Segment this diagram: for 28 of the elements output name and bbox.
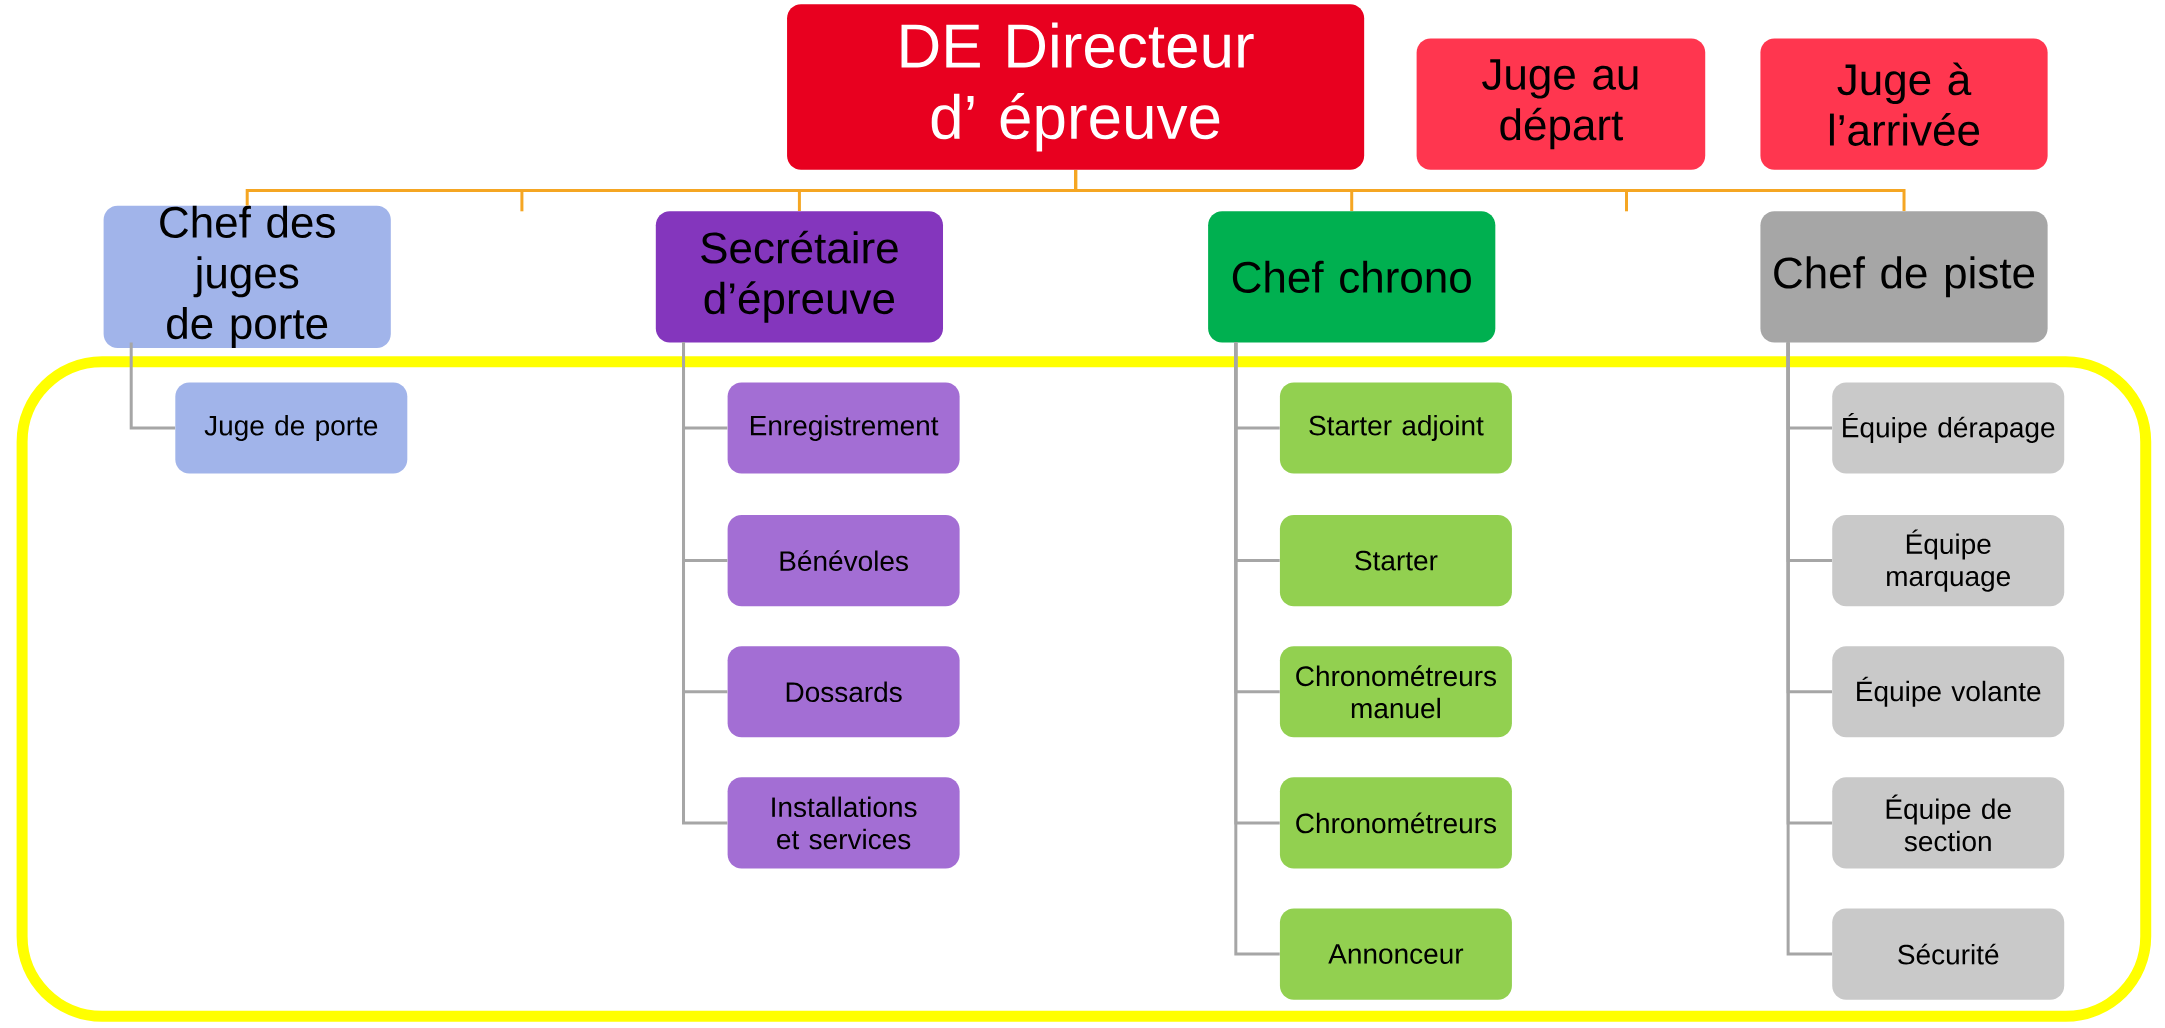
role-box: Annonceur — [1279, 908, 1512, 1000]
director-box: DE Directeur d’ épreuve — [787, 4, 1365, 170]
role-box: Juge de porte — [175, 382, 408, 474]
chief-box: Chef des juges de porte — [103, 205, 391, 348]
chief-box: Chef chrono — [1208, 211, 1496, 343]
group-frame — [16, 356, 2152, 1022]
role-box: Chronométreurs manuel — [1279, 646, 1512, 738]
judge-box: Juge au départ — [1416, 38, 1706, 170]
role-box: Starter adjoint — [1279, 382, 1512, 474]
role-box: Bénévoles — [727, 515, 960, 607]
role-box: Enregistrement — [727, 382, 960, 474]
role-box: Starter — [1279, 515, 1512, 607]
connector — [1074, 170, 1906, 211]
role-box: Équipe dérapage — [1832, 382, 2065, 474]
connector — [1786, 342, 1832, 956]
role-box: Dossards — [727, 646, 960, 738]
chief-box: Chef de piste — [1760, 211, 2048, 343]
judge-box: Juge à l’arrivée — [1760, 38, 2048, 170]
connector — [129, 342, 176, 430]
role-box: Équipe de section — [1832, 777, 2065, 869]
role-box: Équipe volante — [1832, 646, 2065, 738]
role-box: Chronométreurs — [1279, 777, 1512, 869]
role-box: Sécurité — [1832, 908, 2065, 1000]
role-box: Équipe marquage — [1832, 515, 2065, 607]
connector — [1234, 342, 1280, 956]
role-box: Installations et services — [727, 777, 960, 869]
chief-box: Secrétaire d’épreuve — [655, 211, 943, 343]
connector — [682, 342, 728, 825]
